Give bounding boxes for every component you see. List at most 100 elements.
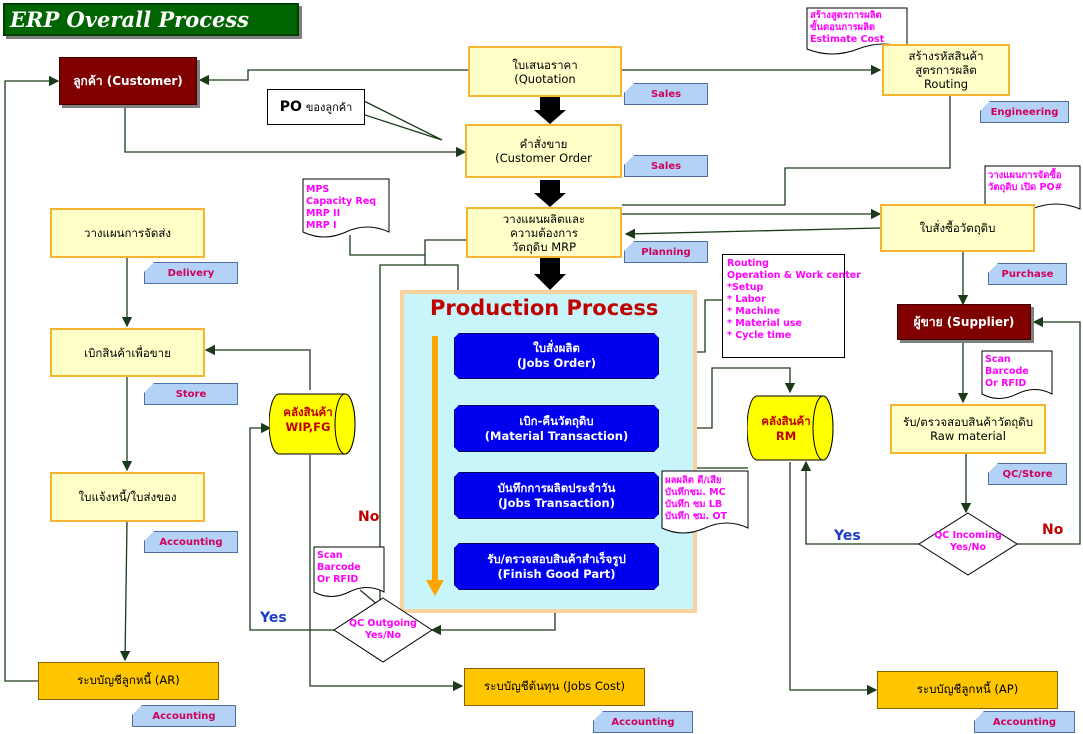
routing-note-line5: * Machine — [727, 306, 780, 317]
jobs-record-line1: ผลผลิต ดี/เสีย — [665, 475, 722, 486]
finish-good-box[interactable]: รับ/ตรวจสอบสินค้าสำเร็จรูป (Finish Good … — [454, 543, 659, 590]
tag-store: Store — [144, 383, 238, 405]
customer-order-line1: คำสั่งขาย — [519, 137, 568, 151]
routing-note-line4: * Labor — [727, 294, 766, 305]
routing-note-line3: *Setup — [727, 282, 764, 293]
po-label: PO — [279, 99, 302, 115]
scan-supplier-line1: Scan — [985, 354, 1011, 365]
flow-arrow-3 — [534, 258, 566, 290]
rm-line2: RM — [775, 429, 797, 443]
no-incoming-label: No — [1042, 522, 1064, 538]
routing-line2: สูตรการผลิต — [915, 63, 977, 77]
mps-note-line2: Capacity Req — [306, 196, 377, 207]
finish-good-line2: (Finish Good Part) — [497, 566, 616, 581]
jobs-order-line2: (Jobs Order) — [517, 356, 596, 370]
receive-raw-line1: รับ/ตรวจสอบสินค้าวัตถุดิบ — [902, 415, 1034, 429]
tag-accounting-ar: Accounting — [132, 705, 236, 727]
jobs-record-line2: บันทึกชม. MC — [665, 487, 726, 498]
material-txn-line2: (Material Transaction) — [484, 428, 629, 443]
rm-label: คลังสินค้า RM — [747, 414, 825, 444]
po-customer-callout: PO ของลูกค้า — [267, 89, 365, 125]
tag-delivery: Delivery — [144, 262, 238, 284]
page-title: ERP Overall Process Flow — [3, 3, 299, 61]
scan-production-note-shape — [313, 546, 385, 597]
routing-note-line7: * Cycle time — [727, 330, 792, 341]
jobs-record-note-shape — [661, 470, 749, 534]
estimate-note: สร้างสูตรการผลิต ขั้นตอนการผลิต Estimate… — [806, 7, 908, 49]
wip-line2: WIP,FG — [285, 420, 331, 434]
tag-purchase: Purchase — [988, 263, 1067, 285]
tag-engineering: Engineering — [980, 101, 1069, 123]
customer-box[interactable]: ลูกค้า (Customer) — [59, 57, 197, 105]
routing-note-line6: * Material use — [727, 318, 802, 329]
ar-box[interactable]: ระบบัญชีลูกหนี้ (AR) — [38, 662, 219, 700]
scan-supplier-note: Scan Barcode Or RFID — [981, 351, 1053, 393]
routing-box[interactable]: สร้างรหัสสินค้า สูตรการผลิต Routing — [882, 44, 1010, 96]
jobs-order-line1: ใบสั่งผลิต — [533, 341, 580, 355]
planning-mrp-box[interactable]: วางแผนผลิตและ ความต้องการ วัตถุดิบ MRP — [466, 207, 622, 258]
scan-supplier-line2: Barcode — [985, 366, 1029, 377]
quotation-line2: (Quotation — [514, 71, 576, 86]
scan-production-line3: Or RFID — [317, 574, 359, 585]
supplier-box[interactable]: ผู้ขาย (Supplier) — [897, 304, 1031, 340]
tag-sales-quotation: Sales — [624, 83, 708, 105]
rm-store-cylinder — [747, 395, 834, 461]
estimate-note-line1: สร้างสูตรการผลิต — [810, 10, 882, 21]
qc-incoming-label: QC Incoming Yes/No — [918, 530, 1018, 554]
production-sequence-arrow — [426, 336, 444, 596]
qc-outgoing-line2: Yes/No — [364, 630, 402, 641]
jobs-cost-box[interactable]: ระบบัญชีต้นทุน (Jobs Cost) — [464, 668, 645, 706]
po-text: ของลูกค้า — [305, 101, 353, 114]
jobs-order-box[interactable]: ใบสั่งผลิต (Jobs Order) — [454, 333, 659, 379]
customer-order-box[interactable]: คำสั่งขาย (Customer Order — [465, 124, 622, 178]
purchase-order-box[interactable]: ใบสั่งซื้อวัตถุดิบ — [880, 204, 1035, 252]
tag-accounting-ap: Accounting — [974, 711, 1075, 733]
mps-note-shape — [302, 178, 390, 238]
mps-note: MPS Capacity Req MRP II MRP I — [302, 181, 390, 235]
qc-incoming-line1: QC Incoming — [934, 530, 1002, 541]
jobs-record-note: ผลผลิต ดี/เสีย บันทึกชม. MC บันทึก ชม LB… — [661, 472, 749, 526]
planning-line1: วางแผนผลิตและ — [502, 211, 586, 226]
qc-outgoing-line1: QC Outgoing — [349, 618, 417, 629]
wip-fg-store-cylinder — [269, 393, 356, 455]
rm-line1: คลังสินค้า — [761, 414, 811, 428]
mps-note-line3: MRP II — [306, 208, 341, 219]
customer-order-line2: (Customer Order — [495, 151, 592, 165]
qc-incoming-line2: Yes/No — [949, 542, 987, 553]
mps-note-line4: MRP I — [306, 220, 337, 231]
routing-line1: สร้างรหัสสินค้า — [908, 49, 984, 63]
wip-fg-label: คลังสินค้า WIP,FG — [269, 405, 347, 435]
yes-incoming-label: Yes — [834, 528, 861, 544]
planning-line3: วัตถุดิบ MRP — [511, 239, 577, 254]
finish-good-line1: รับ/ตรวจสอบสินค้าสำเร็จรูป — [487, 551, 626, 566]
qc-outgoing-label: QC Outgoing Yes/No — [333, 618, 433, 642]
quotation-box[interactable]: ใบเสนอราคา (Quotation — [468, 46, 622, 97]
flow-arrow-2 — [534, 180, 566, 207]
scan-supplier-note-shape — [981, 350, 1053, 399]
estimate-note-line2: ขั้นตอนการผลิต — [810, 22, 876, 33]
receive-raw-line2: Raw material — [930, 429, 1006, 443]
jobs-record-line4: บันทึก ชม. OT — [665, 511, 728, 522]
receive-raw-material-box[interactable]: รับ/ตรวจสอบสินค้าวัตถุดิบ Raw material — [890, 404, 1046, 454]
tag-accounting-invoice: Accounting — [144, 531, 238, 553]
qc-incoming-diamond — [918, 512, 1018, 576]
jobs-transaction-box[interactable]: บันทึกการผลิตประจำวัน (Jobs Transaction) — [454, 472, 659, 519]
delivery-plan-box[interactable]: วางแผนการจัดส่ง — [50, 208, 205, 258]
tag-planning: Planning — [624, 241, 708, 263]
ap-box[interactable]: ระบบัญชีลูกหนี้ (AP) — [877, 671, 1058, 709]
invoice-box[interactable]: ใบแจ้งหนี้/ใบส่งของ — [50, 472, 205, 522]
tag-accounting-cost: Accounting — [593, 711, 693, 733]
jobs-txn-line2: (Jobs Transaction) — [498, 495, 615, 510]
quotation-line1: ใบเสนอราคา — [512, 57, 578, 72]
scan-supplier-line3: Or RFID — [985, 378, 1027, 389]
wip-line1: คลังสินค้า — [283, 405, 333, 419]
mps-note-line1: MPS — [306, 184, 330, 195]
jobs-record-line3: บันทึก ชม LB — [665, 499, 723, 510]
issue-for-sale-box[interactable]: เบิกสินค้าเพื่อขาย — [50, 328, 205, 377]
yes-outgoing-label: Yes — [260, 610, 287, 626]
scan-production-line2: Barcode — [317, 562, 361, 573]
purchase-plan-line1: วางแผนการจัดซื้อ — [988, 170, 1062, 181]
qc-outgoing-diamond — [333, 597, 433, 663]
tag-sales-order: Sales — [624, 155, 708, 177]
material-transaction-box[interactable]: เบิก-คืนวัตถุดิบ (Material Transaction) — [454, 405, 659, 452]
